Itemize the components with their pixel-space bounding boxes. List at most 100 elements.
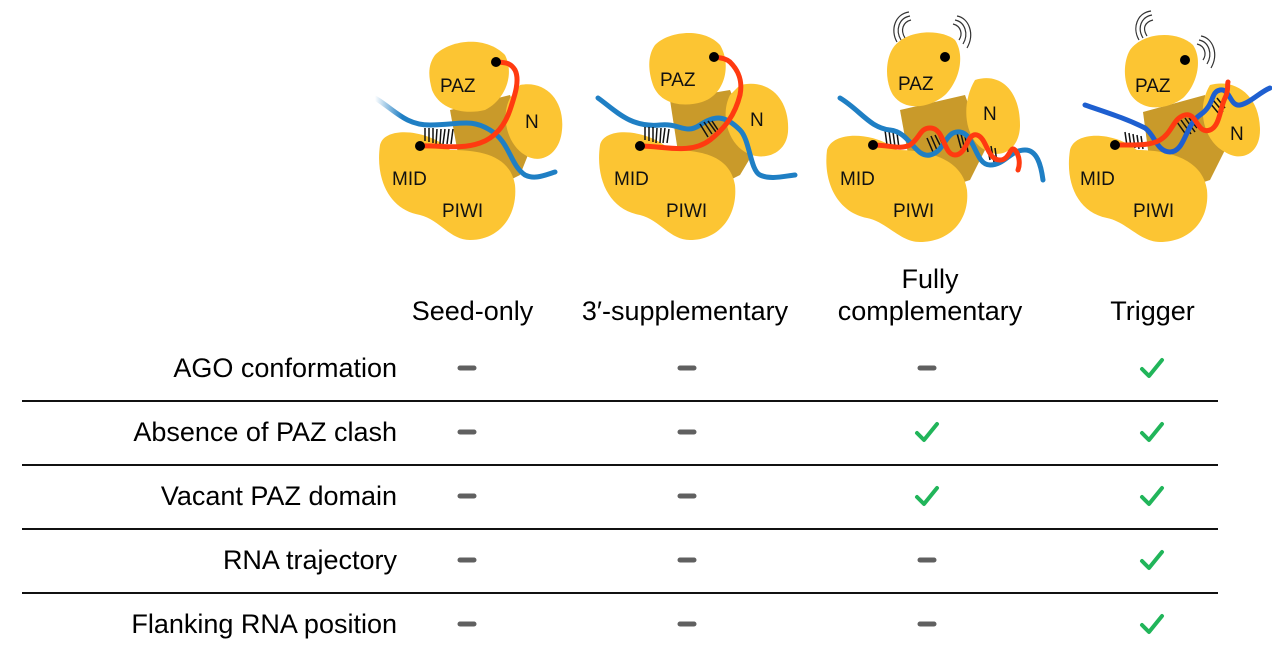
table-cell bbox=[667, 609, 707, 639]
row-divider bbox=[22, 464, 1218, 466]
table-cell bbox=[907, 545, 947, 575]
table-cell bbox=[667, 481, 707, 511]
paz-domain bbox=[429, 41, 509, 112]
paz-domain bbox=[887, 32, 961, 107]
wiggle-marks-icon bbox=[1135, 10, 1216, 69]
n-domain bbox=[505, 84, 563, 159]
dash-icon bbox=[917, 557, 937, 563]
table-cell bbox=[1132, 481, 1172, 511]
column-header-line2: 3′-supplementary bbox=[581, 296, 789, 326]
check-icon bbox=[1140, 614, 1164, 634]
column-header-seed-only: Seed-only bbox=[400, 295, 545, 327]
panel-seed-only: PAZ N MID PIWI bbox=[370, 0, 600, 250]
label-piwi: PIWI bbox=[893, 201, 934, 222]
n-domain bbox=[725, 83, 789, 157]
check-icon bbox=[915, 422, 939, 442]
mid-piwi-domain bbox=[1068, 135, 1208, 242]
guide-5p-end-dot bbox=[1110, 140, 1120, 150]
ago-schematic-3-supplementary: PAZ N MID PIWI bbox=[595, 32, 798, 240]
column-header-line2: Seed-only bbox=[411, 296, 534, 326]
target-rna bbox=[837, 95, 1046, 183]
dash-icon bbox=[457, 557, 477, 563]
row-label: Absence of PAZ clash bbox=[133, 417, 397, 447]
column-header-fully-complementary: Fully complementary bbox=[820, 263, 1040, 327]
panel-fully-complementary: PAZ N MID PIWI bbox=[815, 0, 1055, 250]
label-n: N bbox=[525, 112, 539, 133]
table-cell bbox=[1132, 417, 1172, 447]
row-divider bbox=[22, 400, 1218, 402]
mid-piwi-domain bbox=[599, 132, 736, 240]
panel-3-supplementary: PAZ N MID PIWI bbox=[590, 0, 820, 250]
row-label: Flanking RNA position bbox=[131, 609, 397, 639]
dash-icon bbox=[917, 365, 937, 371]
check-icon bbox=[1140, 422, 1164, 442]
guide-3p-end-dot bbox=[1180, 55, 1190, 65]
row-label: Vacant PAZ domain bbox=[160, 481, 397, 511]
table-cell bbox=[907, 417, 947, 447]
check-icon bbox=[1140, 486, 1164, 506]
mid-piwi-domain bbox=[826, 135, 968, 242]
label-mid: MID bbox=[1080, 169, 1115, 190]
ago-schematic-fully-complementary: PAZ N MID PIWI bbox=[826, 11, 1046, 242]
check-icon bbox=[1140, 358, 1164, 378]
label-mid: MID bbox=[392, 169, 427, 190]
dash-icon bbox=[677, 557, 697, 563]
label-piwi: PIWI bbox=[442, 201, 483, 222]
column-header-line1: Fully bbox=[901, 264, 959, 294]
label-piwi: PIWI bbox=[1133, 201, 1174, 222]
base-pairs bbox=[424, 128, 454, 145]
label-mid: MID bbox=[840, 169, 875, 190]
row-divider bbox=[22, 592, 1218, 594]
table-cell bbox=[907, 481, 947, 511]
label-n: N bbox=[983, 104, 997, 125]
label-paz: PAZ bbox=[660, 70, 696, 91]
table-cell bbox=[667, 417, 707, 447]
table-cell bbox=[447, 545, 487, 575]
guide-3p-end-dot bbox=[709, 52, 719, 62]
dash-icon bbox=[457, 365, 477, 371]
table-cell bbox=[907, 609, 947, 639]
row-divider bbox=[22, 528, 1218, 530]
dash-icon bbox=[677, 429, 697, 435]
label-n: N bbox=[750, 110, 764, 131]
column-header-line2: Trigger bbox=[1110, 296, 1195, 326]
table-cell bbox=[667, 545, 707, 575]
label-paz: PAZ bbox=[440, 76, 476, 97]
guide-rna bbox=[637, 54, 744, 152]
table-cell bbox=[447, 481, 487, 511]
table-cell bbox=[447, 609, 487, 639]
paz-domain bbox=[1124, 34, 1198, 108]
dash-icon bbox=[677, 621, 697, 627]
guide-rna bbox=[417, 59, 520, 150]
label-paz: PAZ bbox=[898, 74, 934, 95]
wiggle-marks-icon bbox=[893, 11, 972, 49]
column-header-line2: complementary bbox=[837, 296, 1023, 326]
target-rna bbox=[372, 95, 558, 180]
guide-3p-end-dot bbox=[940, 52, 950, 62]
dash-icon bbox=[677, 493, 697, 499]
label-mid: MID bbox=[614, 169, 649, 190]
check-icon bbox=[1140, 550, 1164, 570]
row-label: AGO conformation bbox=[173, 353, 397, 383]
mid-piwi-domain bbox=[379, 132, 516, 240]
guide-5p-end-dot bbox=[415, 141, 425, 151]
table-cell bbox=[447, 417, 487, 447]
dash-icon bbox=[457, 493, 477, 499]
row-label: RNA trajectory bbox=[222, 545, 397, 575]
check-icon bbox=[915, 486, 939, 506]
dash-icon bbox=[677, 365, 697, 371]
guide-rna bbox=[1112, 79, 1231, 148]
label-paz: PAZ bbox=[1135, 76, 1171, 97]
base-pairs bbox=[644, 120, 719, 144]
paz-domain bbox=[649, 32, 726, 105]
column-header-trigger: Trigger bbox=[1080, 295, 1225, 327]
guide-rna bbox=[870, 125, 1022, 173]
label-piwi: PIWI bbox=[666, 201, 707, 222]
guide-3p-end-dot bbox=[491, 57, 501, 67]
table-cell bbox=[1132, 545, 1172, 575]
target-rna bbox=[1082, 85, 1272, 155]
table-cell bbox=[907, 353, 947, 383]
ago-schematic-seed-only: PAZ N MID PIWI bbox=[372, 41, 563, 240]
guide-5p-end-dot bbox=[635, 141, 645, 151]
table-cell bbox=[1132, 353, 1172, 383]
